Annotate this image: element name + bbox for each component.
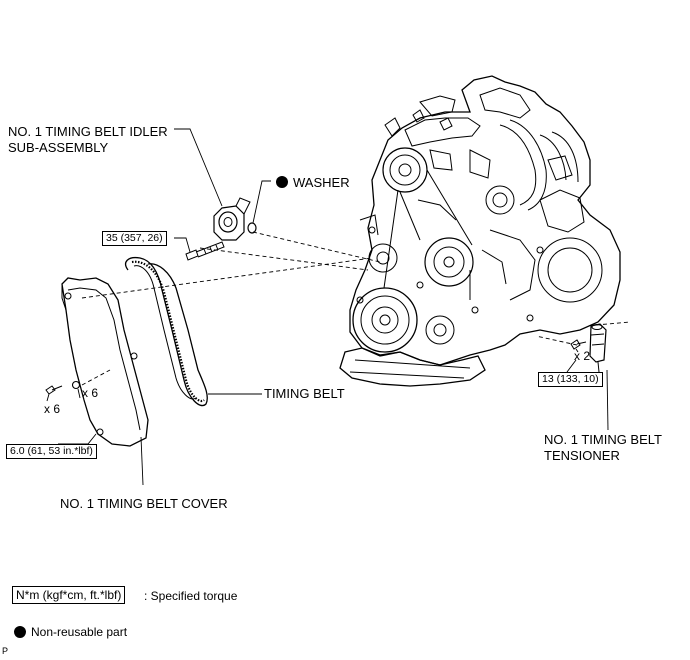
- label-timing-belt: TIMING BELT: [264, 386, 345, 401]
- page-marker: P: [2, 646, 9, 656]
- label-washer: WASHER: [293, 175, 350, 190]
- alignment-lines: [81, 231, 631, 386]
- legend-nonreusable-text: Non-reusable part: [31, 625, 128, 639]
- washer-part: [247, 222, 257, 234]
- legend-nonreusable-marker: [14, 626, 26, 638]
- legend-torque-text: : Specified torque: [144, 589, 238, 603]
- idler-bolt: [185, 241, 225, 261]
- label-idler-line1: NO. 1 TIMING BELT IDLER: [8, 124, 168, 139]
- tensioner-bolt: [570, 339, 587, 350]
- legend-torque-box: N*m (kgf*cm, ft.*lbf): [12, 586, 126, 604]
- cover-washer: [71, 380, 81, 390]
- label-qty-cover-washers: x 6: [82, 386, 99, 400]
- timing-belt-cover-part: [61, 277, 149, 447]
- idler-sub-assembly: [213, 197, 251, 241]
- nonreusable-marker-washer: [276, 176, 288, 188]
- label-cover: NO. 1 TIMING BELT COVER: [60, 496, 228, 511]
- label-tensioner-line1: NO. 1 TIMING BELT: [544, 432, 662, 447]
- label-tensioner-line2: TENSIONER: [544, 448, 620, 463]
- cover-bolt: [45, 385, 63, 395]
- label-qty-cover-bolts: x 6: [44, 402, 61, 416]
- engine-assembly: [339, 75, 621, 387]
- torque-idler: 35 (357, 26): [102, 231, 167, 246]
- torque-tensioner: 13 (133, 10): [538, 372, 603, 387]
- timing-belt-part: [125, 256, 208, 407]
- label-qty-tensioner-bolts: x 2: [574, 349, 591, 363]
- tensioner-part: [589, 323, 607, 373]
- torque-cover: 6.0 (61, 53 in.*lbf): [6, 444, 97, 459]
- label-idler-line2: SUB-ASSEMBLY: [8, 140, 109, 155]
